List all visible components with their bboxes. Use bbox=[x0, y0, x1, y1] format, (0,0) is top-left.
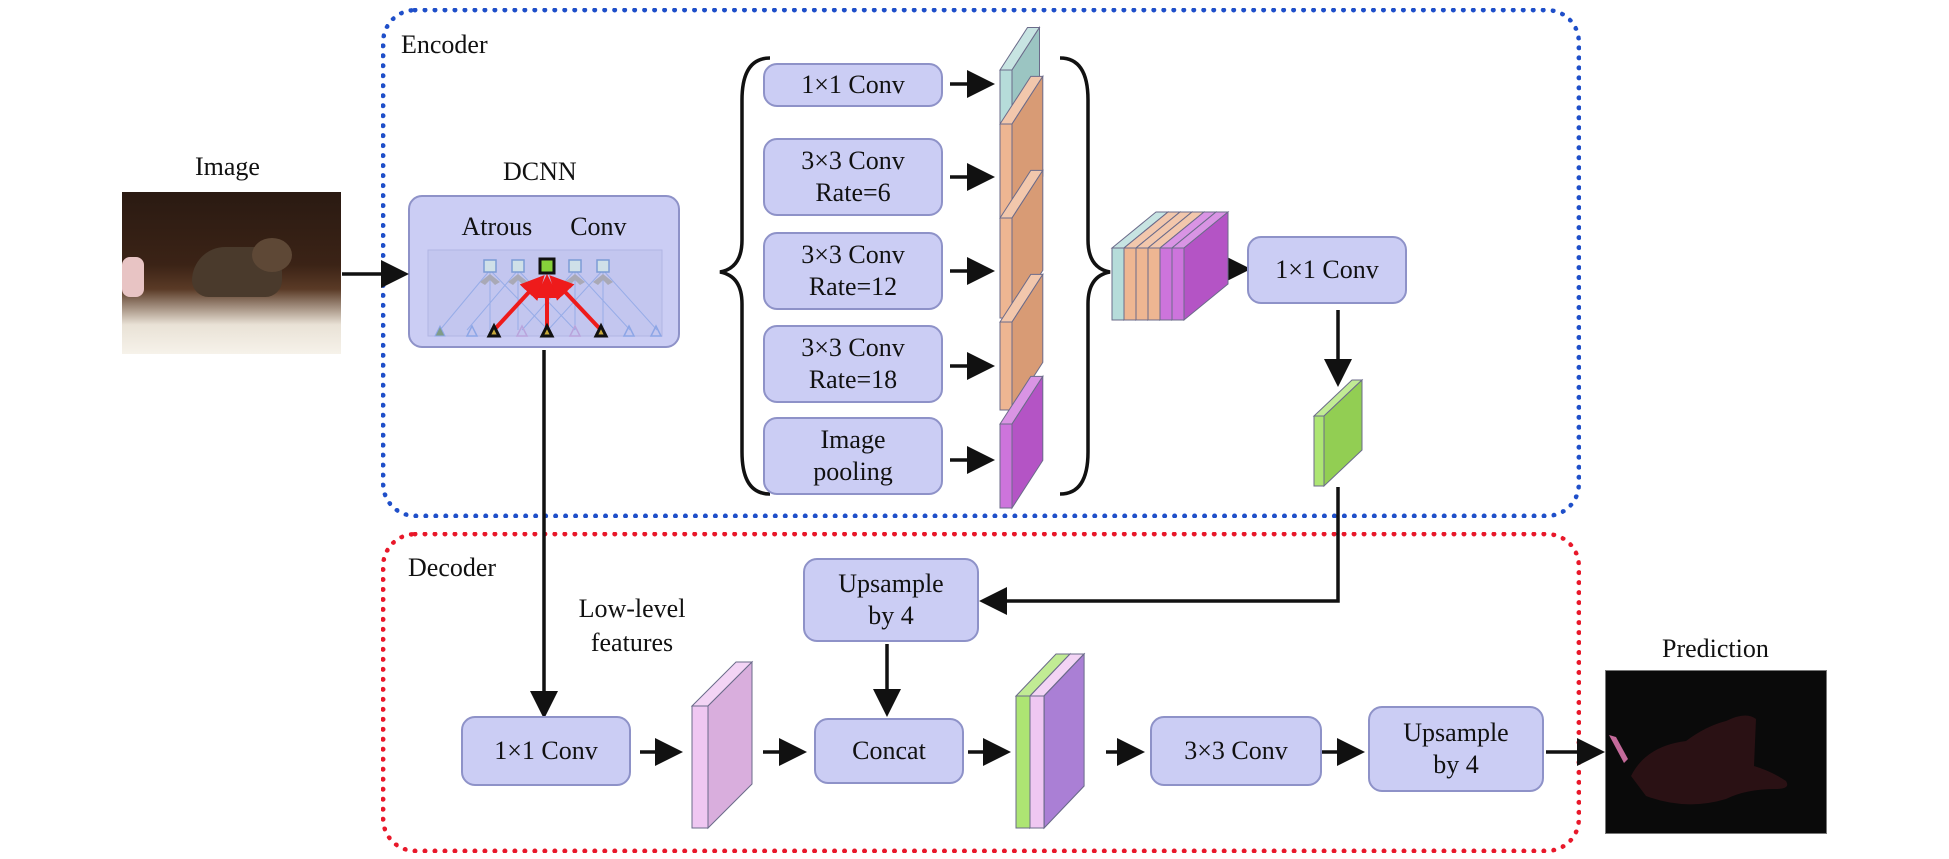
left-brace bbox=[719, 56, 771, 496]
low-level-slab bbox=[690, 660, 754, 830]
atrous-conv-illustration bbox=[427, 249, 663, 338]
decoder-region bbox=[381, 532, 1581, 853]
aspp-branch-label: 3×3 Conv bbox=[801, 146, 905, 175]
atrous-text: Atrous bbox=[461, 212, 533, 241]
aspp-branch-rate6: 3×3 Conv Rate=6 bbox=[763, 138, 943, 216]
concat-label: Concat bbox=[852, 736, 926, 765]
aspp-branch-rate12: 3×3 Conv Rate=12 bbox=[763, 232, 943, 310]
aspp-branch-label: 3×3 Conv bbox=[801, 240, 905, 269]
low-level-label-2: features bbox=[590, 628, 674, 657]
encoder-conv-label: 1×1 Conv bbox=[1275, 255, 1379, 284]
upsample-label: Upsample bbox=[838, 569, 944, 598]
concat-violet-face bbox=[1042, 652, 1086, 830]
aspp-branch-image-pooling: Image pooling bbox=[763, 417, 943, 495]
aspp-branch-label: 1×1 Conv bbox=[801, 70, 905, 99]
active-neuron bbox=[538, 257, 556, 275]
aspp-arrows bbox=[950, 70, 995, 474]
decoder-3x3-conv: 3×3 Conv bbox=[1150, 716, 1322, 786]
prediction-mask bbox=[1609, 715, 1788, 805]
concatenated-feature-stack bbox=[1110, 210, 1230, 322]
aspp-feature-maps bbox=[999, 25, 1044, 510]
upsample-factor: by 4 bbox=[868, 601, 914, 630]
aspp-branch-1x1-conv: 1×1 Conv bbox=[763, 63, 943, 107]
low-level-feature-map bbox=[690, 660, 754, 830]
sampled-neurons bbox=[486, 322, 609, 338]
aspp-branch-label: 3×3 Conv bbox=[801, 333, 905, 362]
decoder-label: Decoder bbox=[408, 553, 497, 582]
conv3-label: 3×3 Conv bbox=[1184, 736, 1288, 765]
arrow-encoder-to-upsample bbox=[979, 487, 1340, 615]
upsample-factor: by 4 bbox=[1433, 750, 1479, 779]
aspp-branch-rate: Rate=12 bbox=[808, 272, 898, 301]
right-brace bbox=[1059, 56, 1111, 496]
cat-mask bbox=[1631, 715, 1788, 805]
aspp-branch-label: Image bbox=[820, 425, 886, 454]
prediction-label: Prediction bbox=[1662, 634, 1769, 663]
decoder-concat: Concat bbox=[814, 718, 964, 784]
decoder-conv-label: 1×1 Conv bbox=[494, 736, 598, 765]
dcnn-title: DCNN bbox=[503, 157, 577, 186]
aspp-branch-rate18: 3×3 Conv Rate=18 bbox=[763, 325, 943, 403]
concat-feature-map bbox=[1014, 652, 1086, 830]
decoder-1x1-conv: 1×1 Conv bbox=[461, 716, 631, 786]
cat-head-shape bbox=[252, 238, 292, 272]
low-level-label-1: Low-level bbox=[578, 594, 686, 623]
aspp-branch-rate: Rate=18 bbox=[808, 365, 898, 394]
decoder-upsample-by-4-output: Upsample by 4 bbox=[1368, 706, 1544, 792]
aspp-feature-slab bbox=[999, 272, 1044, 412]
conv-text: Conv bbox=[570, 212, 627, 241]
person-mask bbox=[1609, 735, 1628, 763]
input-image bbox=[122, 192, 341, 354]
input-image-label: Image bbox=[195, 152, 260, 181]
input-neuron-shaded bbox=[434, 324, 446, 337]
upsample-label: Upsample bbox=[1403, 718, 1509, 747]
encoder-label: Encoder bbox=[401, 30, 488, 59]
decoder-upsample-by-4-top: Upsample by 4 bbox=[803, 558, 979, 642]
encoder-1x1-conv: 1×1 Conv bbox=[1247, 236, 1407, 304]
pillow-shape bbox=[122, 257, 144, 297]
aspp-branch-rate: Rate=6 bbox=[815, 178, 891, 207]
dcnn-inner-label: Atrous Conv bbox=[461, 211, 626, 243]
encoder-output-feature bbox=[1312, 378, 1364, 488]
aspp-feature-slab bbox=[999, 374, 1044, 510]
aspp-branch-label-2: pooling bbox=[813, 457, 893, 486]
input-neurons bbox=[465, 324, 663, 337]
red-atrous-arrows bbox=[492, 274, 603, 332]
prediction-image bbox=[1605, 670, 1827, 834]
green-feature-slab bbox=[1312, 378, 1364, 488]
stack-layer-front bbox=[1170, 210, 1230, 322]
output-neurons bbox=[483, 259, 610, 273]
